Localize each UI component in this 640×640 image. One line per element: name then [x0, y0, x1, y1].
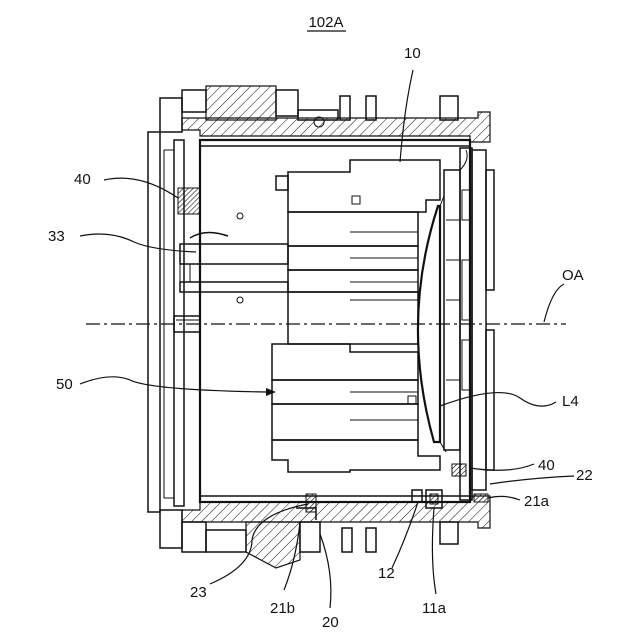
- label-11a: 11a: [422, 600, 447, 617]
- label-40-top: 40: [74, 171, 91, 188]
- top-mount-features: [160, 86, 458, 510]
- label-12: 12: [378, 565, 395, 582]
- label-10: 10: [404, 45, 421, 62]
- ring-40-top: [178, 188, 200, 214]
- leader-OA: [544, 284, 564, 322]
- label-21b: 21b: [270, 600, 295, 617]
- part-21a: [474, 494, 488, 502]
- leader-20: [320, 534, 331, 608]
- label-33: 33: [48, 228, 65, 245]
- leader-50: [80, 377, 266, 392]
- leader-lines: [80, 70, 574, 608]
- leader-L4: [440, 393, 556, 407]
- leader-40-top: [104, 178, 178, 198]
- inner-barrel-10: [200, 140, 470, 502]
- label-23: 23: [190, 584, 207, 601]
- label-50: 50: [56, 376, 73, 393]
- label-40-bottom: 40: [538, 457, 555, 474]
- leader-22: [490, 476, 574, 484]
- lower-lens-holder-50: [272, 344, 440, 472]
- ring-40-bottom: [452, 464, 466, 476]
- arrowhead-50: [266, 388, 276, 396]
- label-20: 20: [322, 614, 339, 631]
- label-22: 22: [576, 467, 593, 484]
- leader-10: [400, 70, 413, 162]
- label-L4: L4: [562, 393, 579, 410]
- leader-40-bottom: [470, 464, 534, 470]
- figure-title-text: 102A: [308, 14, 343, 31]
- label-21a: 21a: [524, 493, 550, 510]
- figure-title: 102A: [307, 14, 346, 31]
- lens-barrel: [148, 86, 494, 568]
- leader-21a: [488, 496, 520, 500]
- upper-lens-holder: [276, 160, 440, 344]
- label-OA: OA: [562, 267, 584, 284]
- shaft-33: [180, 213, 288, 303]
- leader-33: [80, 234, 196, 252]
- outer-barrel-bottom-wall: [182, 496, 490, 528]
